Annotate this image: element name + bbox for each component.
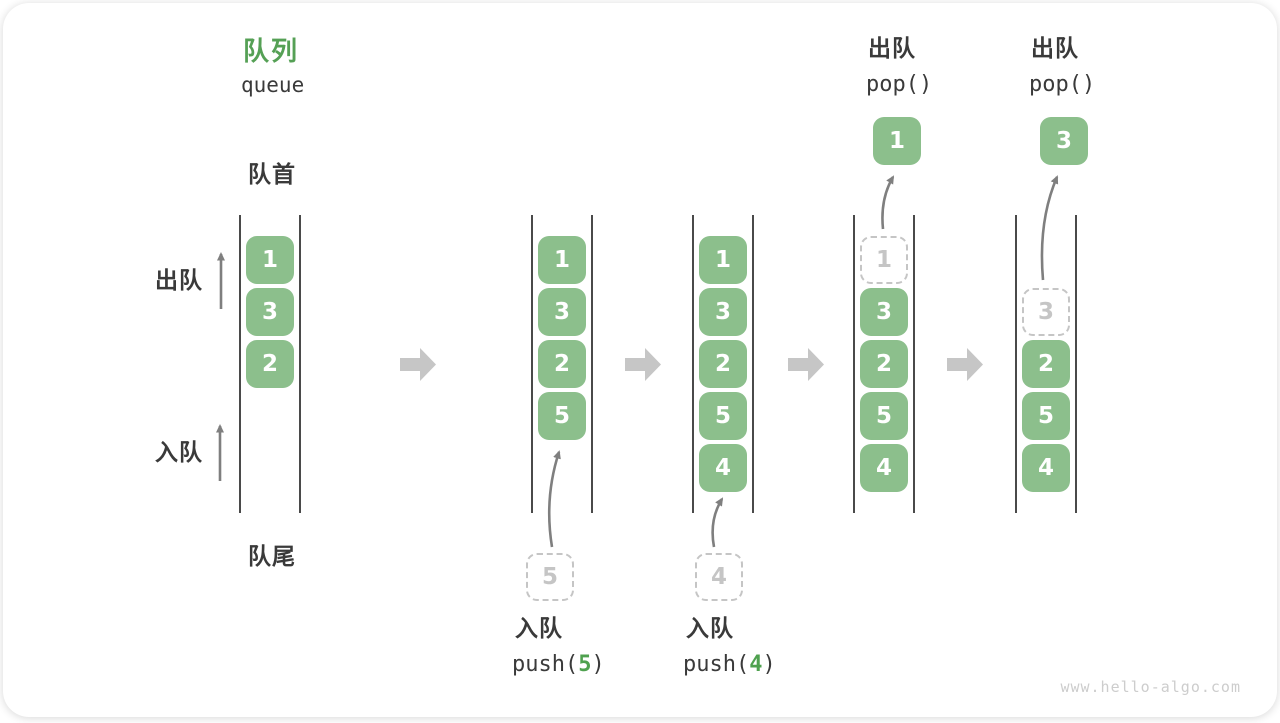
push5-code: push(5)	[512, 652, 605, 677]
watermark: www.hello-algo.com	[1060, 678, 1241, 696]
queue-cell-state3-row2: 3	[699, 288, 747, 336]
queue-wall-3-right	[752, 215, 754, 513]
label-dequeue-direction: 出队	[155, 267, 203, 293]
queue-cell-state5-row3: 2	[1022, 340, 1070, 388]
queue-cell-state2-row2: 3	[538, 288, 586, 336]
queue-cell-state5-row2: 3	[1022, 288, 1070, 336]
step-arrow-1	[400, 348, 436, 381]
diagram-title-zh: 队列	[243, 36, 300, 66]
staged-box-5: 5	[526, 553, 574, 601]
push4-arrow	[711, 497, 724, 548]
queue-wall-2-left	[531, 215, 533, 513]
push5-label: 入队	[515, 615, 563, 641]
staged-box-4: 4	[695, 553, 743, 601]
queue-cell-state1-row3: 2	[246, 340, 294, 388]
queue-cell-state5-row5: 4	[1022, 444, 1070, 492]
pop3-label: 出队	[1031, 35, 1079, 61]
step-arrow-4	[947, 348, 983, 381]
queue-cell-state4-row2: 3	[860, 288, 908, 336]
popped-box-3: 3	[1040, 117, 1088, 165]
queue-cell-state2-row3: 2	[538, 340, 586, 388]
queue-wall-3-left	[692, 215, 694, 513]
pop1-arrow	[881, 175, 895, 230]
queue-wall-1-left	[239, 215, 241, 513]
label-queue-front: 队首	[248, 161, 296, 187]
queue-cell-state3-row1: 1	[699, 236, 747, 284]
queue-wall-4-left	[853, 215, 855, 513]
queue-cell-state1-row2: 3	[246, 288, 294, 336]
label-enqueue-direction: 入队	[155, 439, 203, 465]
pop1-label: 出队	[868, 35, 916, 61]
pop3-label-block: 出队 pop()	[1029, 29, 1096, 97]
queue-cell-state4-row1: 1	[860, 236, 908, 284]
queue-wall-4-right	[913, 215, 915, 513]
queue-wall-1-right	[299, 215, 301, 513]
queue-cell-state1-row1: 1	[246, 236, 294, 284]
step-arrow-3	[788, 348, 824, 381]
push4-code: push(4)	[683, 652, 776, 677]
queue-wall-5-left	[1015, 215, 1017, 513]
popped-box-1: 1	[873, 117, 921, 165]
push5-arg: 5	[578, 652, 592, 677]
push5-arrow	[547, 450, 561, 548]
queue-cell-state5-row4: 5	[1022, 392, 1070, 440]
push4-arg: 4	[749, 652, 763, 677]
queue-wall-5-right	[1075, 215, 1077, 513]
queue-cell-state2-row1: 1	[538, 236, 586, 284]
step-arrow-2	[625, 348, 661, 381]
queue-cell-state3-row3: 2	[699, 340, 747, 388]
arrows-layer	[216, 175, 1059, 548]
pop1-label-block: 出队 pop()	[866, 29, 933, 97]
queue-cell-state3-row4: 5	[699, 392, 747, 440]
push4-label: 入队	[686, 615, 734, 641]
push5-label-block: 入队 push(5)	[512, 609, 605, 677]
pop3-arrow	[1040, 175, 1059, 281]
queue-cell-state3-row5: 4	[699, 444, 747, 492]
queue-wall-2-right	[591, 215, 593, 513]
queue-cell-state4-row3: 2	[860, 340, 908, 388]
push4-label-block: 入队 push(4)	[683, 609, 776, 677]
queue-cell-state4-row4: 5	[860, 392, 908, 440]
pop3-code: pop()	[1029, 72, 1096, 97]
pop1-code: pop()	[866, 72, 933, 97]
diagram-title-en: queue	[241, 73, 305, 97]
label-queue-rear: 队尾	[248, 543, 296, 569]
queue-cell-state2-row4: 5	[538, 392, 586, 440]
queue-cell-state4-row5: 4	[860, 444, 908, 492]
